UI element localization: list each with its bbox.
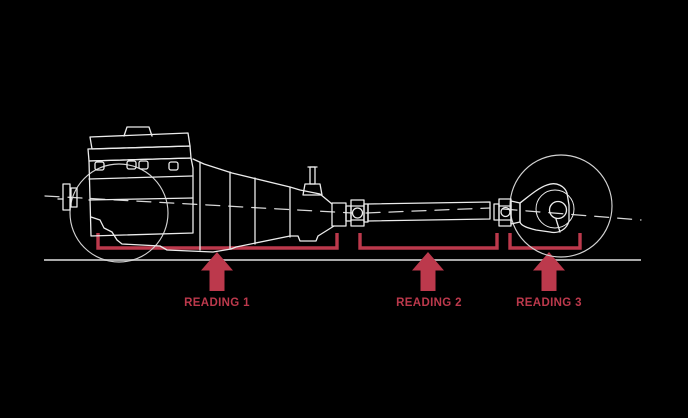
reading-3-arrow-up-icon — [533, 252, 565, 291]
reading-1-label: READING 1 — [184, 297, 250, 309]
engine-illustration — [57, 126, 232, 253]
drivetrain-illustration — [44, 126, 642, 263]
reading-3-bracket — [508, 233, 582, 250]
rear-u-joint-icon — [493, 198, 512, 227]
rear-wheel-circle — [509, 154, 613, 258]
oil-pan-outline — [90, 216, 232, 253]
oil-cap-icon — [123, 126, 153, 137]
transmission-illustration — [192, 158, 347, 251]
driveshaft-illustration — [367, 201, 491, 222]
reading-annotations: READING 1 READING 2 READING 3 — [96, 233, 582, 309]
slip-yoke-icon — [331, 202, 347, 227]
front-wheel-circle — [69, 163, 169, 263]
reading-2-label: READING 2 — [396, 297, 462, 309]
reading-2-arrow-up-icon — [412, 252, 444, 291]
reading-2-bracket — [358, 233, 499, 250]
reading-1-arrow-up-icon — [201, 252, 233, 291]
differential-illustration — [510, 183, 575, 234]
crank-pulley-icon — [62, 183, 71, 211]
reading-1-bracket — [96, 233, 339, 250]
driveline-centerline — [44, 195, 642, 221]
shifter-icon — [309, 166, 316, 185]
reading-3-label: READING 3 — [516, 297, 582, 309]
